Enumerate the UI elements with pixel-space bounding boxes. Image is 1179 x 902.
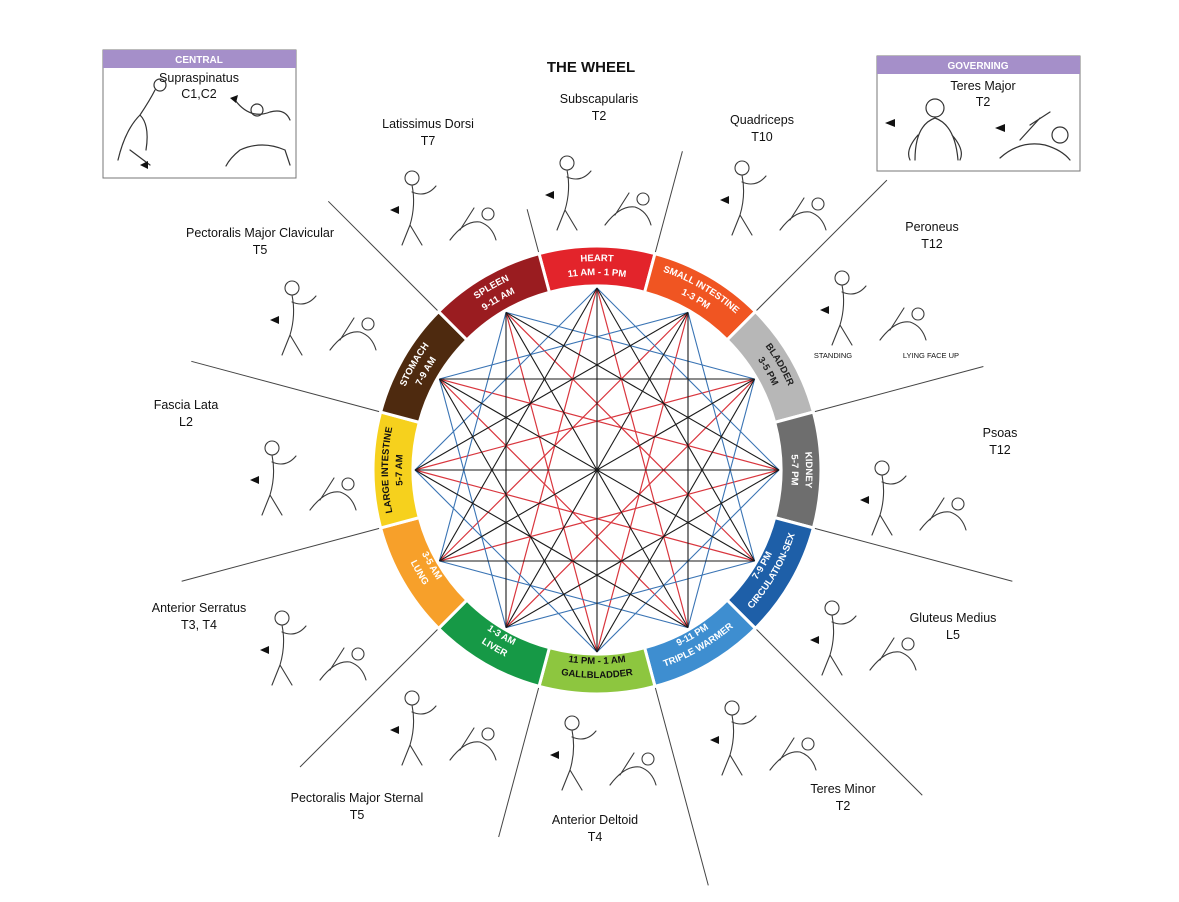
meridian-line	[596, 312, 689, 653]
meridian-line	[596, 287, 689, 628]
muscle-level-pectoralis-major-clavicular: T5	[253, 243, 268, 257]
meridian-line	[505, 287, 598, 628]
muscle-name-anterior-deltoid: Anterior Deltoid	[552, 813, 638, 827]
segment-time-label: 11 PM - 1 AM	[568, 654, 627, 667]
exercise-figure	[810, 600, 917, 676]
central-box-muscle: Supraspinatus	[159, 71, 239, 85]
meridian-line	[438, 311, 689, 562]
spoke-line	[526, 209, 540, 254]
exercise-figure	[270, 280, 377, 356]
muscle-name-teres-minor: Teres Minor	[810, 782, 875, 796]
muscle-name-gluteus-medius: Gluteus Medius	[910, 611, 997, 625]
muscle-name-fascia-lata: Fascia Lata	[154, 398, 219, 412]
segment-organ-label: LARGE INTESTINE	[380, 426, 395, 514]
muscle-level-fascia-lata: L2	[179, 415, 193, 429]
exercise-figure	[550, 715, 657, 791]
muscle-level-gluteus-medius: L5	[946, 628, 960, 642]
muscle-name-pectoralis-major-sternal: Pectoralis Major Sternal	[291, 791, 424, 805]
muscle-level-psoas: T12	[989, 443, 1011, 457]
segment-organ-label: KIDNEY	[802, 451, 814, 489]
exercise-illustrations	[250, 155, 967, 791]
muscle-level-anterior-deltoid: T4	[588, 830, 603, 844]
exercise-figure	[260, 610, 367, 686]
spoke-lines	[181, 151, 1013, 886]
exercise-figure	[250, 440, 357, 516]
exercise-figure	[720, 160, 827, 236]
central-box-header-label: CENTRAL	[175, 55, 223, 66]
central-box-level: C1,C2	[181, 87, 216, 101]
muscle-level-subscapularis: T2	[592, 109, 607, 123]
spoke-line	[498, 686, 540, 838]
diagram-title: THE WHEEL	[547, 59, 635, 76]
muscle-level-quadriceps: T10	[751, 130, 773, 144]
spoke-line	[755, 179, 888, 312]
muscle-name-peroneus: Peroneus	[905, 220, 959, 234]
spoke-line	[654, 686, 709, 886]
exercise-figure	[710, 700, 817, 776]
exercise-figure	[390, 170, 497, 246]
governing-box-muscle: Teres Major	[950, 79, 1015, 93]
meridian-line	[414, 469, 755, 562]
muscle-name-psoas: Psoas	[983, 426, 1018, 440]
central-box: CENTRAL Supraspinatus C1,C2	[102, 49, 297, 179]
illustration-caption: STANDING	[814, 351, 852, 360]
exercise-figure	[860, 460, 967, 536]
ring-segment-heart: HEART 11 AM - 1 PM	[537, 244, 657, 295]
muscle-level-teres-minor: T2	[836, 799, 851, 813]
muscle-name-quadriceps: Quadriceps	[730, 113, 794, 127]
meridian-line	[414, 378, 755, 471]
segment-time-label: 5-7 AM	[394, 454, 406, 486]
muscle-level-latissimus-dorsi: T7	[421, 134, 436, 148]
exercise-figure	[390, 690, 497, 766]
muscle-name-subscapularis: Subscapularis	[560, 92, 639, 106]
muscle-level-peroneus: T12	[921, 237, 943, 251]
meridian-star	[414, 287, 780, 653]
governing-box-level: T2	[976, 95, 991, 109]
muscle-name-latissimus-dorsi: Latissimus Dorsi	[382, 117, 474, 131]
governing-box-header-label: GOVERNING	[947, 61, 1008, 72]
spoke-line	[327, 200, 439, 312]
muscle-level-anterior-serratus: T3, T4	[181, 618, 217, 632]
meridian-line	[505, 311, 756, 562]
governing-box: GOVERNING Teres Major T2	[876, 55, 1081, 172]
meridian-line	[505, 378, 756, 629]
spoke-line	[191, 360, 381, 413]
meridian-line	[505, 312, 689, 628]
exercise-figure	[545, 155, 652, 231]
meridian-line	[439, 378, 780, 471]
segment-time-label: 5-7 PM	[788, 454, 800, 486]
teres-major-illustration	[885, 98, 1071, 161]
segment-organ-label: HEART	[580, 253, 614, 265]
meridian-line	[505, 312, 598, 653]
segment-time-label: 11 AM - 1 PM	[567, 267, 627, 280]
spoke-line	[181, 527, 381, 582]
meridian-line	[439, 469, 780, 562]
spoke-line	[813, 527, 1013, 582]
muscle-name-anterior-serratus: Anterior Serratus	[152, 601, 246, 615]
illustration-caption: LYING FACE UP	[903, 351, 959, 360]
exercise-figure	[820, 270, 927, 346]
spoke-line	[299, 628, 439, 768]
muscle-name-pectoralis-major-clavicular: Pectoralis Major Clavicular	[186, 226, 334, 240]
spoke-line	[755, 628, 923, 796]
meridian-line	[438, 378, 689, 629]
spoke-line	[654, 151, 683, 254]
segment-organ-label: GALLBLADDER	[560, 667, 633, 681]
central-box-header	[103, 50, 296, 68]
spoke-line	[813, 365, 984, 413]
supraspinatus-illustration	[117, 78, 291, 169]
muscle-level-pectoralis-major-sternal: T5	[350, 808, 365, 822]
governing-box-header	[877, 56, 1080, 74]
